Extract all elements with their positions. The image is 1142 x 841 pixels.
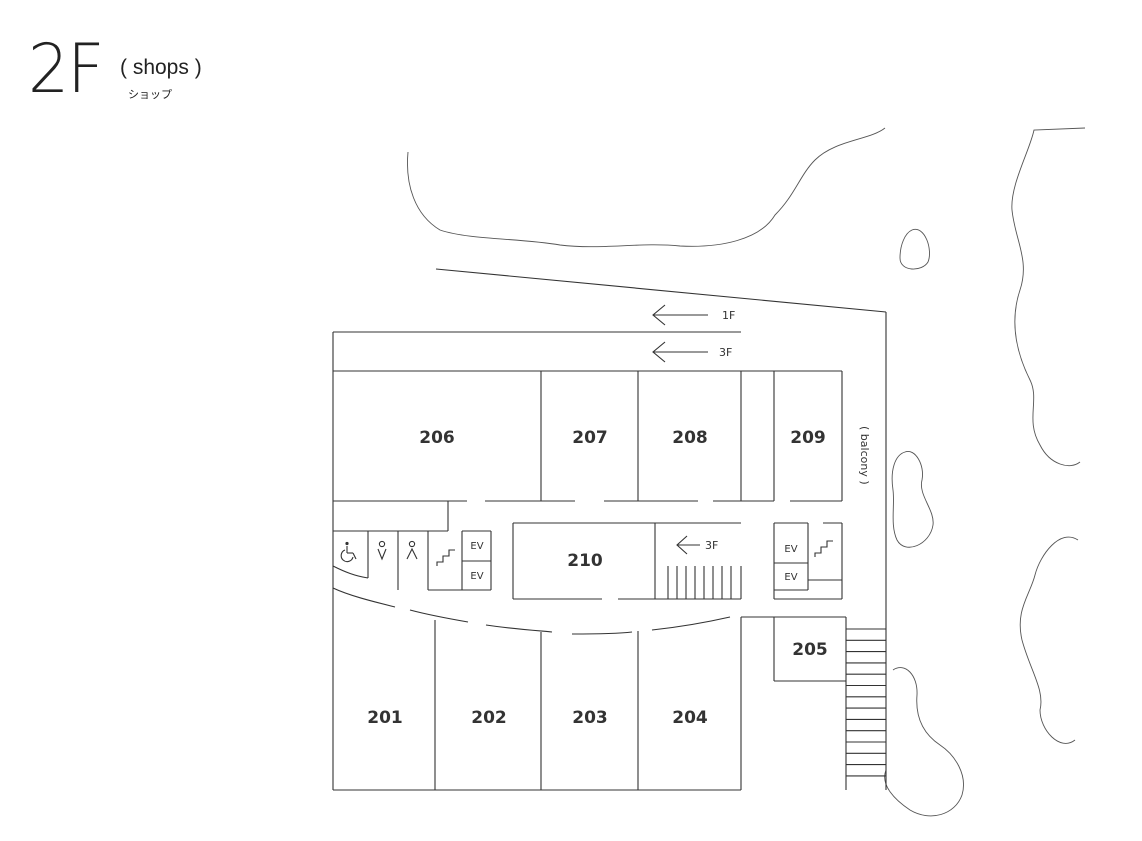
roof-edge <box>435 268 887 313</box>
arrow-left-icon <box>676 535 700 555</box>
right-ev-block <box>773 522 843 600</box>
landscape <box>407 127 1086 817</box>
floor-category-jp: ショップ <box>128 88 172 101</box>
restroom-block <box>332 530 492 591</box>
top-row-walls <box>333 371 842 532</box>
outdoor-stairs <box>846 628 886 777</box>
room-210-label[interactable]: 210 <box>567 551 603 571</box>
room-201-label[interactable]: 201 <box>367 708 403 728</box>
elevator-label: EV <box>470 571 483 582</box>
direction-label-3f: 3F <box>719 346 732 359</box>
arrow-left-icon <box>652 341 708 363</box>
floor-category: ( shops ) <box>120 56 202 79</box>
building-walls <box>332 331 843 791</box>
floor-header: 2F ( shops ) ショップ <box>28 36 248 116</box>
room-206-label[interactable]: 206 <box>419 428 455 448</box>
shoreline-bottom <box>884 667 964 817</box>
bottom-row-walls <box>434 620 639 790</box>
room-205-label[interactable]: 205 <box>792 640 828 660</box>
floor-title: 2F <box>28 30 104 109</box>
room-205-walls <box>773 616 847 790</box>
pond <box>899 229 930 270</box>
stairs-icon <box>814 540 833 557</box>
curved-corridor <box>332 587 785 635</box>
stairs-up-to-3f[interactable]: 3F <box>676 535 718 555</box>
arrow-to-1f[interactable]: 1F <box>652 304 735 326</box>
female-restroom-icon <box>377 540 387 561</box>
room-203-label[interactable]: 203 <box>572 708 608 728</box>
room-207-label[interactable]: 207 <box>572 428 608 448</box>
island-mid <box>891 450 934 548</box>
wheelchair-icon <box>340 541 357 563</box>
shoreline-right-top <box>1011 127 1086 466</box>
shoreline-top <box>407 127 886 248</box>
room-202-label[interactable]: 202 <box>471 708 507 728</box>
room-209-label[interactable]: 209 <box>790 428 826 448</box>
room-204-label[interactable]: 204 <box>672 708 708 728</box>
elevator-label: EV <box>784 544 797 555</box>
shoreline-right-bottom <box>1019 536 1079 744</box>
balcony-label: ( balcony ) <box>858 426 871 485</box>
direction-label-3f-stairs: 3F <box>705 539 718 552</box>
room-210-walls <box>512 522 742 600</box>
stairs-icon <box>436 549 455 566</box>
direction-label-1f: 1F <box>722 309 735 322</box>
arrow-to-3f[interactable]: 3F <box>652 341 732 363</box>
male-restroom-icon <box>406 540 418 560</box>
elevator-label: EV <box>784 572 797 583</box>
arrow-left-icon <box>652 304 708 326</box>
elevator-label: EV <box>470 541 483 552</box>
room-208-label[interactable]: 208 <box>672 428 708 448</box>
